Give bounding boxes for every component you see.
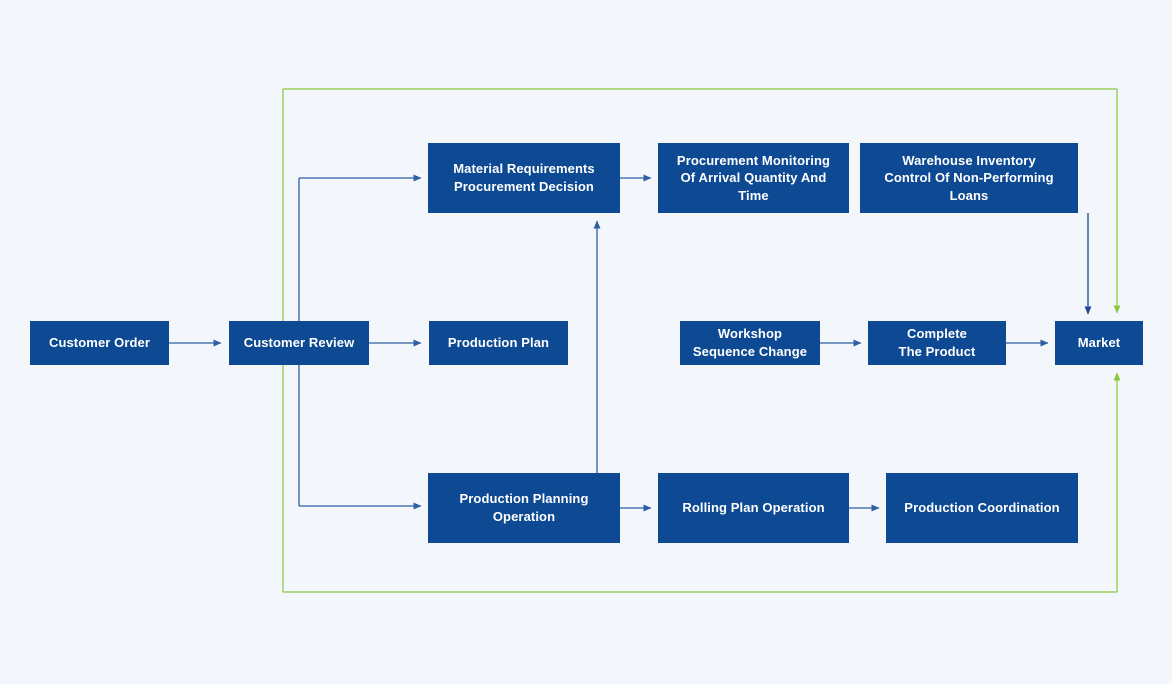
node-warehouse-inventory-control: Warehouse Inventory Control Of Non-Perfo… — [860, 143, 1078, 213]
node-production-plan: Production Plan — [429, 321, 568, 365]
node-procurement-monitoring: Procurement Monitoring Of Arrival Quanti… — [658, 143, 849, 213]
node-material-requirements-procurement-decision: Material Requirements Procurement Decisi… — [428, 143, 620, 213]
node-market: Market — [1055, 321, 1143, 365]
node-production-planning-operation: Production Planning Operation — [428, 473, 620, 543]
node-rolling-plan-operation: Rolling Plan Operation — [658, 473, 849, 543]
node-complete-the-product: Complete The Product — [868, 321, 1006, 365]
node-customer-order: Customer Order — [30, 321, 169, 365]
node-production-coordination: Production Coordination — [886, 473, 1078, 543]
node-customer-review: Customer Review — [229, 321, 369, 365]
node-workshop-sequence-change: Workshop Sequence Change — [680, 321, 820, 365]
